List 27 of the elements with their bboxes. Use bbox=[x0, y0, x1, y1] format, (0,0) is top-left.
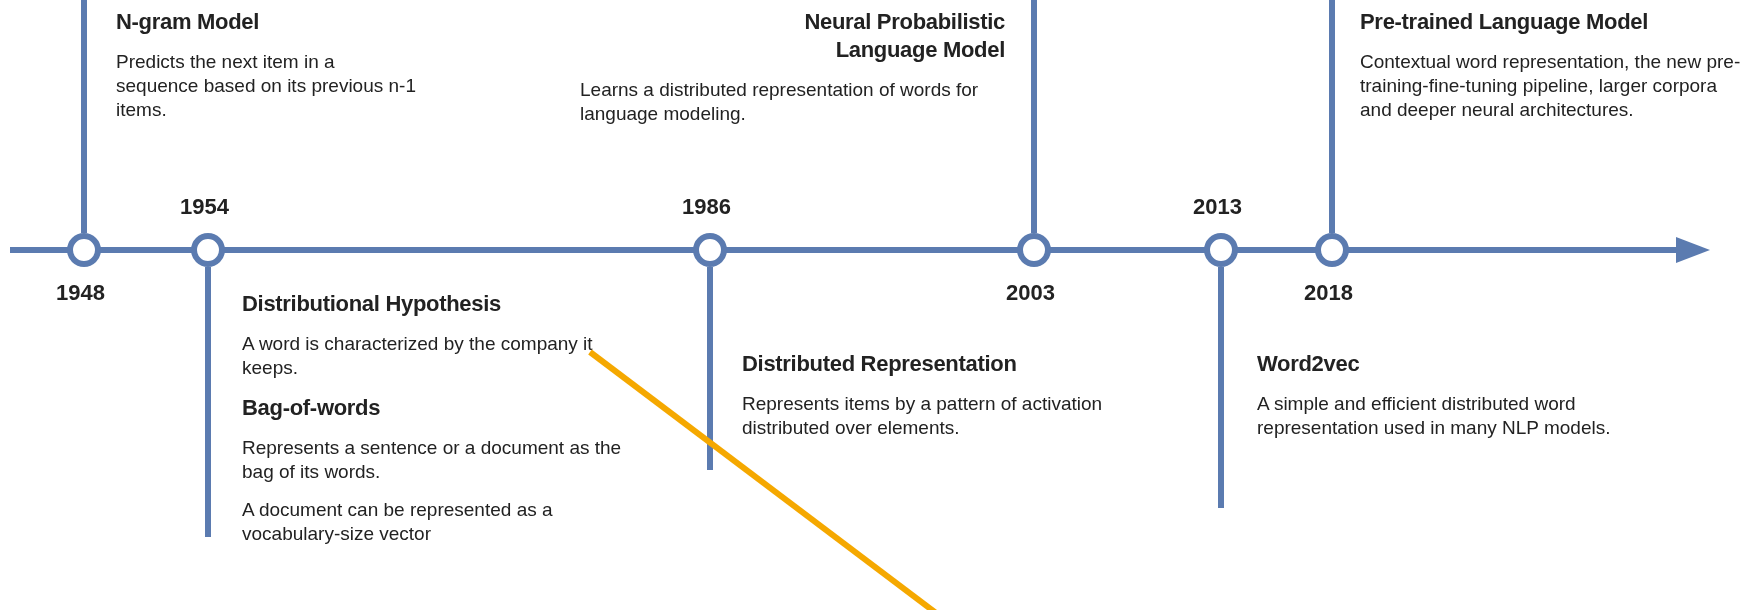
milestone-title: Distributional Hypothesis bbox=[242, 290, 502, 318]
milestone-description: Contextual word representation, the new pre-training-fine-tuning pipeline, larger corpora and deeper neural architectures. bbox=[1360, 50, 1742, 122]
milestone-description: A simple and efficient distributed word representation used in many NLP models. bbox=[1257, 392, 1612, 440]
year-label: 1986 bbox=[682, 194, 731, 220]
milestone-title: Pre-trained Language Model bbox=[1360, 8, 1650, 36]
connector-line bbox=[81, 0, 87, 233]
milestone-description: Learns a distributed representation of words for language modeling. bbox=[580, 78, 980, 126]
year-label: 1948 bbox=[56, 280, 105, 306]
milestone-title: Distributed Representation bbox=[742, 350, 1018, 378]
connector-line bbox=[1329, 0, 1335, 233]
milestone-description: Represents items by a pattern of activation distributed over elements. bbox=[742, 392, 1104, 440]
connector-line bbox=[1218, 267, 1224, 508]
milestone-description: A document can be represented as a vocabulary-size vector bbox=[242, 498, 554, 546]
milestone-title: N-gram Model bbox=[116, 8, 261, 36]
milestone-title: Neural Probabilistic Language Model bbox=[803, 8, 1005, 64]
connector-line bbox=[707, 267, 713, 470]
connector-line bbox=[1031, 0, 1037, 233]
milestone-description: A word is characterized by the company it keeps. bbox=[242, 332, 594, 380]
milestone-title: Bag-of-words bbox=[242, 394, 382, 422]
milestone-description: Represents a sentence or a document as the bag of its words. bbox=[242, 436, 622, 484]
milestone-description: Predicts the next item in a sequence based on its previous n-1 items. bbox=[116, 50, 416, 122]
year-label: 2003 bbox=[1006, 280, 1055, 306]
year-label: 1954 bbox=[180, 194, 229, 220]
year-label: 2013 bbox=[1193, 194, 1242, 220]
connector-line bbox=[205, 267, 211, 537]
milestone-title: Word2vec bbox=[1257, 350, 1361, 378]
year-label: 2018 bbox=[1304, 280, 1353, 306]
